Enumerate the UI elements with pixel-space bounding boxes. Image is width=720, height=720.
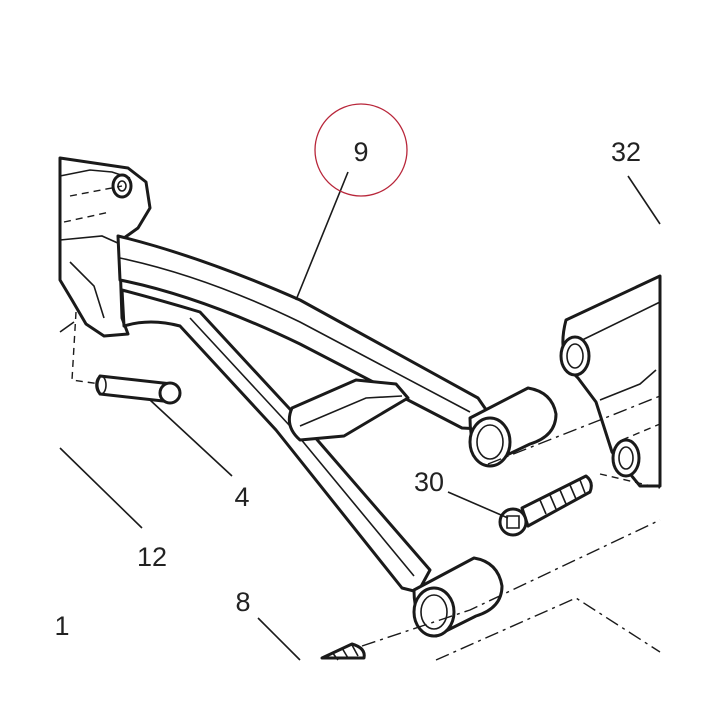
callout-1: 1 xyxy=(54,611,69,641)
frame-bracket xyxy=(58,156,152,385)
pin-part-4 xyxy=(95,374,182,405)
swing-arm-part-9 xyxy=(116,234,558,638)
axis-lines xyxy=(361,395,661,661)
callout-12: 12 xyxy=(137,542,167,572)
callout-30: 30 xyxy=(414,467,444,497)
mount-part-32 xyxy=(559,274,662,489)
callout-9: 9 xyxy=(353,137,368,167)
callout-32: 32 xyxy=(611,137,641,167)
bolt-partial-bottom xyxy=(320,642,366,661)
callout-8: 8 xyxy=(235,587,250,617)
bolt-part-30 xyxy=(498,474,593,537)
leader-lines xyxy=(59,171,661,661)
callout-4: 4 xyxy=(234,482,249,512)
highlight-circle xyxy=(314,103,408,197)
